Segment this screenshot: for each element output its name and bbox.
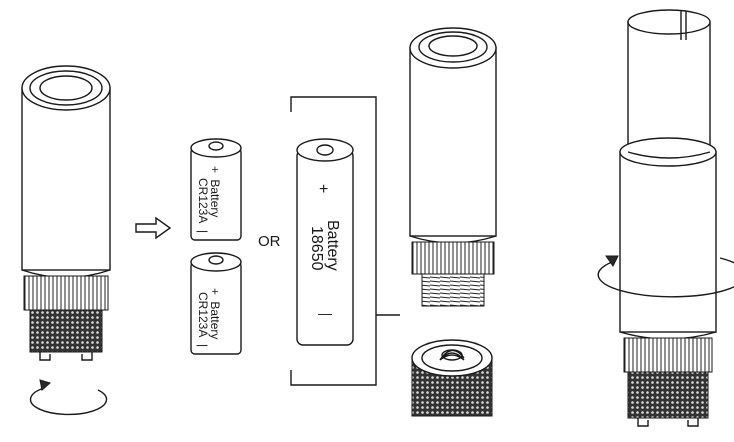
svg-text:CR123A |: CR123A | (196, 178, 210, 233)
rotate-arrow-icon (597, 255, 734, 298)
tail-cap (411, 339, 493, 417)
battery-model-label: CR123A (196, 178, 210, 223)
battery-18650: + Battery 18650 — (296, 138, 354, 346)
battery-name-label: Battery (324, 220, 341, 271)
flashlight-body-open (409, 27, 497, 307)
battery-minus-label: | (196, 230, 210, 233)
battery-name-label: Battery (208, 301, 222, 339)
battery-cr123a-bottom: + Battery CR123A | (190, 252, 242, 355)
battery-minus-label: | (196, 344, 210, 347)
svg-text:+ Battery: + Battery (208, 288, 222, 339)
bracket (290, 96, 400, 386)
battery-plus-label: + (208, 288, 222, 295)
or-label: OR (258, 233, 281, 250)
battery-cr123a-top: + Battery CR123A | (190, 138, 242, 241)
battery-minus-label: — (318, 305, 332, 321)
rotate-arrow-icon (29, 379, 108, 416)
svg-text:CR123A |: CR123A | (196, 292, 210, 347)
battery-model-label: CR123A (196, 292, 210, 337)
battery-plus-label: + (208, 166, 222, 173)
battery-name-label: Battery (208, 179, 222, 217)
flashlight-extended (619, 9, 717, 427)
svg-text:+ Battery: + Battery (208, 166, 222, 217)
hollow-right-arrow-icon (135, 216, 172, 240)
battery-plus-label: + (319, 181, 328, 198)
flashlight-closed (21, 65, 111, 361)
battery-model-label: 18650 (308, 226, 325, 271)
